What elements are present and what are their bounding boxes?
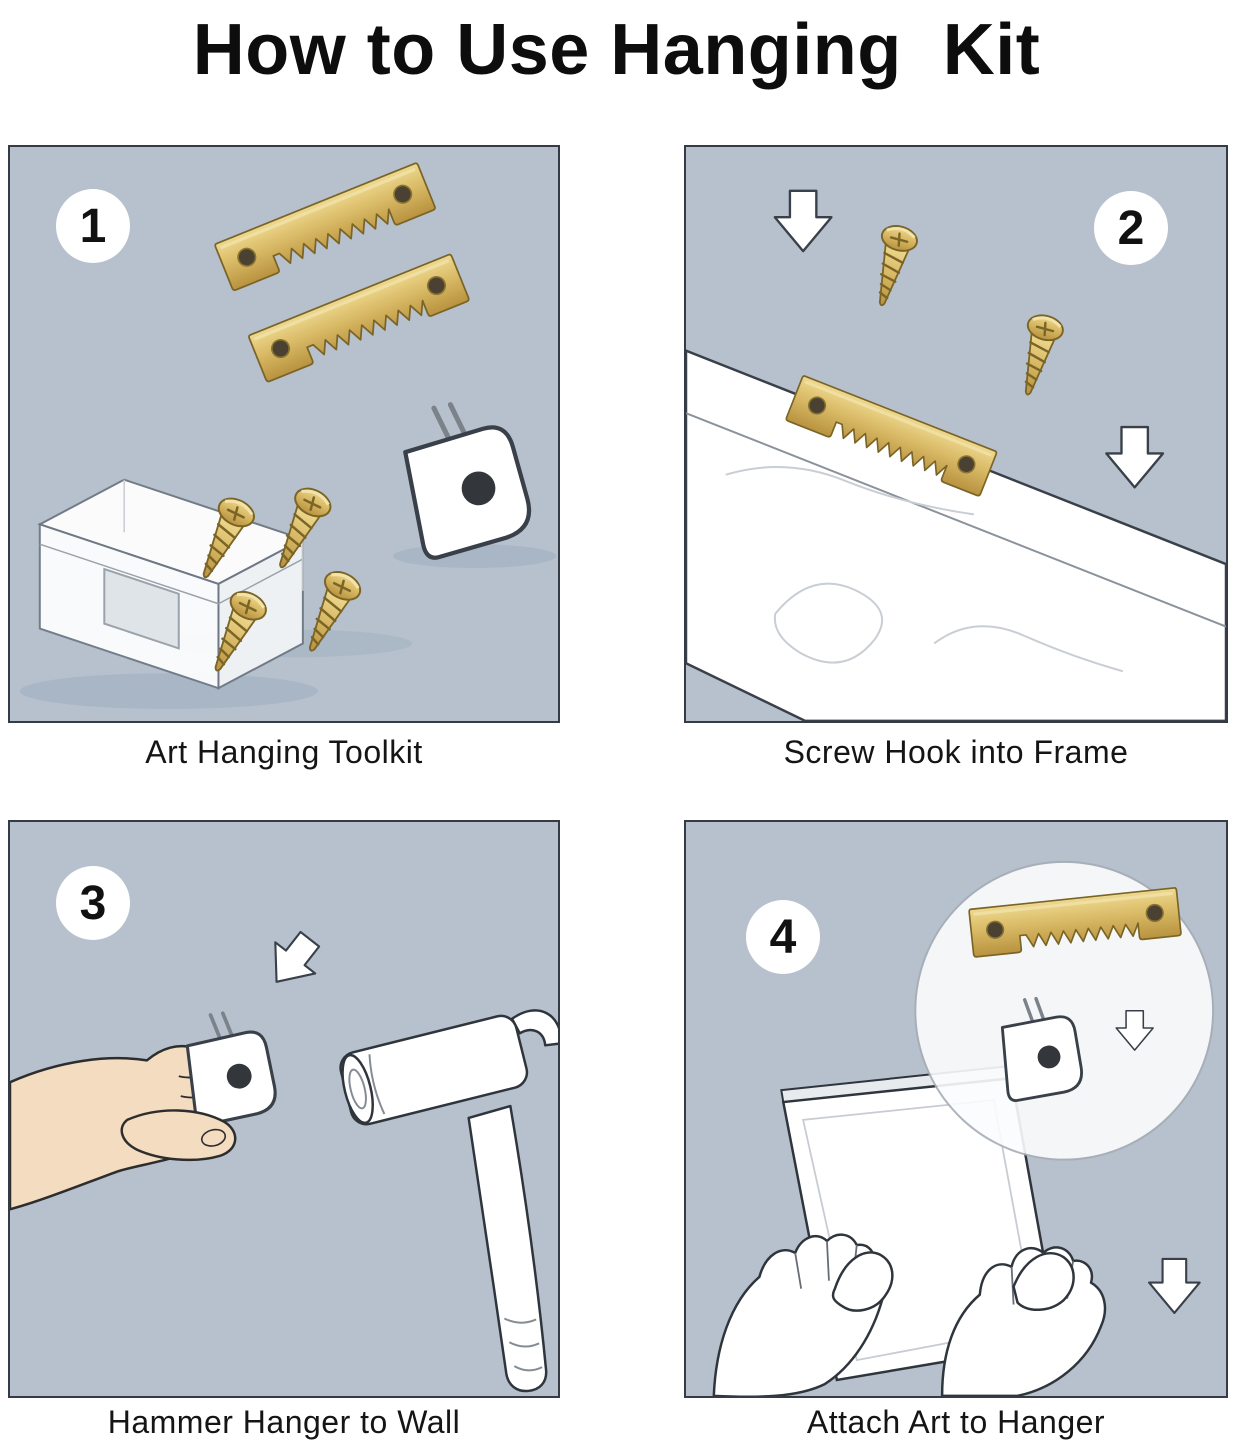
shadow	[19, 673, 318, 709]
caption-step-1: Art Hanging Toolkit	[145, 734, 423, 770]
down-arrow-icon	[773, 189, 833, 253]
magnifier-circle	[914, 860, 1215, 1161]
storage-box	[37, 478, 306, 690]
panel-step-1: 1	[8, 145, 560, 723]
step-number-badge: 4	[746, 900, 820, 974]
sawtooth-hanger-icon	[246, 252, 472, 384]
panel-step-2: 2	[684, 145, 1228, 723]
step-number-badge: 3	[56, 866, 130, 940]
down-arrow-icon	[1148, 1257, 1201, 1314]
screw-icon	[1008, 310, 1068, 401]
hand-holding-hanger	[10, 1005, 281, 1211]
step-number-badge: 2	[1094, 191, 1168, 265]
hammer	[339, 1009, 558, 1393]
attach-art-illustration	[712, 860, 1215, 1396]
sawtooth-hanger-icon	[212, 160, 438, 293]
caption-step-2: Screw Hook into Frame	[783, 734, 1129, 770]
page-title: How to Use Hanging Kit	[192, 10, 1041, 90]
caption-step-4: Attach Art to Hanger	[806, 1404, 1106, 1440]
frame-board	[686, 349, 1226, 721]
hammer-illustration	[10, 922, 558, 1393]
panel-step-4: 4	[684, 820, 1228, 1398]
right-hand	[940, 1246, 1107, 1396]
toolkit-illustration	[19, 160, 557, 709]
screw-hook-illustration	[686, 189, 1226, 721]
step-number-badge: 1	[56, 189, 130, 263]
caption-step-3: Hammer Hanger to Wall	[107, 1404, 461, 1440]
panel-step-3: 3	[8, 820, 560, 1398]
wall-hook-icon	[180, 1005, 281, 1128]
screw-icon	[862, 220, 922, 312]
down-arrow-icon	[255, 922, 331, 999]
left-hand	[712, 1233, 894, 1396]
wall-hook-icon	[396, 393, 536, 560]
down-arrow-icon	[1105, 425, 1165, 489]
